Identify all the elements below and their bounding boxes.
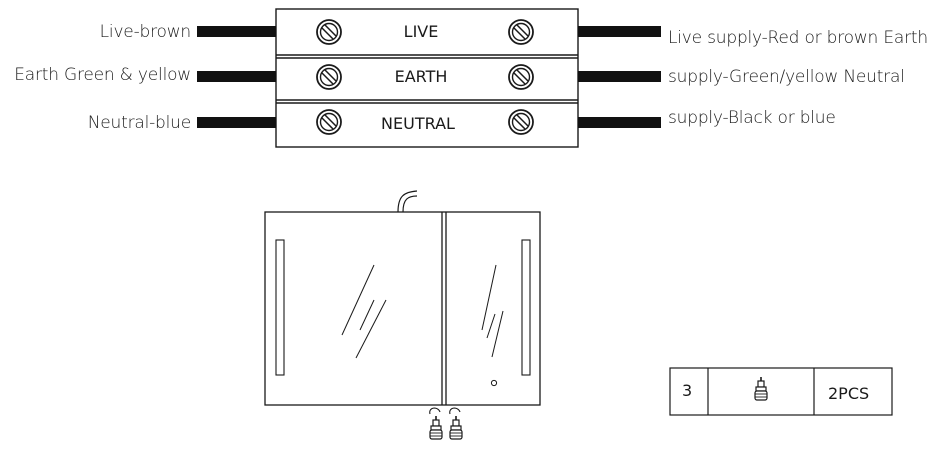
input-label-earth: Earth Green & yellow bbox=[14, 65, 191, 85]
terminal-screw-icon bbox=[508, 64, 534, 90]
parts-table-frame bbox=[669, 367, 893, 416]
input-label-live: Live-brown bbox=[99, 22, 192, 42]
input-wires bbox=[197, 26, 276, 128]
supply-label-2: supply-Green/yellow Neutral bbox=[668, 67, 905, 87]
terminal-label-live: LIVE bbox=[403, 22, 439, 41]
terminal-screw-icon bbox=[316, 109, 342, 135]
wall-plug-screw-icon bbox=[754, 376, 768, 401]
terminal-label-neutral: NEUTRAL bbox=[381, 114, 455, 133]
terminal-screw-icon bbox=[316, 64, 342, 90]
terminal-label-earth: EARTH bbox=[394, 67, 448, 86]
supply-label-3: supply-Black or blue bbox=[668, 108, 836, 128]
supply-label-1: Live supply-Red or brown Earth bbox=[668, 28, 928, 48]
input-label-neutral: Neutral-blue bbox=[87, 113, 191, 133]
supply-wires bbox=[578, 26, 661, 128]
terminal-screw-icon bbox=[508, 109, 534, 135]
cabinet-fixings bbox=[429, 407, 463, 440]
terminal-screw-icon bbox=[316, 19, 342, 45]
parts-quantity: 2PCS bbox=[828, 384, 870, 403]
parts-item-number: 3 bbox=[682, 381, 693, 400]
terminal-screw-icon bbox=[508, 19, 534, 45]
mirror-cabinet bbox=[264, 190, 541, 406]
